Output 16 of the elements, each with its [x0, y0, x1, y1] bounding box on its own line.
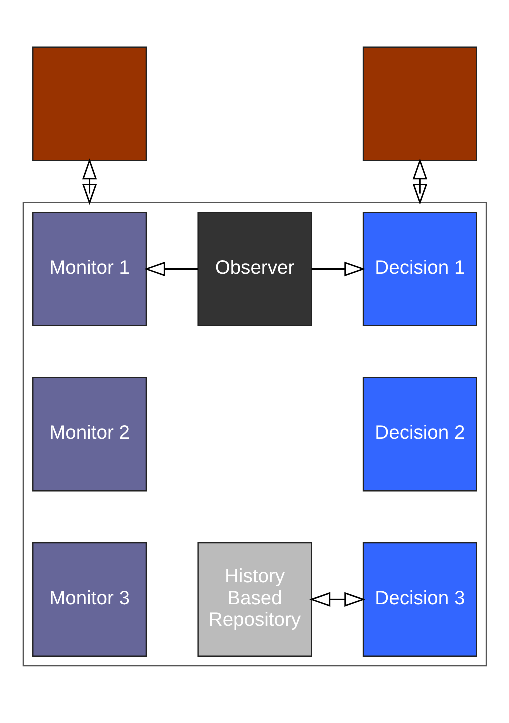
node-box: Observer	[197, 212, 312, 327]
arrow	[412, 158, 428, 206]
node-box	[32, 46, 147, 162]
node-box: Decision 3	[362, 542, 477, 657]
node-box: History Based Repository	[197, 542, 312, 657]
node-box: Monitor 3	[32, 542, 147, 657]
arrow	[309, 592, 366, 608]
arrow	[82, 158, 97, 206]
node-box: Decision 1	[362, 212, 477, 327]
node-box	[362, 46, 477, 162]
node-box: Monitor 2	[32, 377, 147, 492]
cluster	[22, 202, 487, 667]
node-box: Monitor 1	[32, 212, 147, 327]
arrow	[311, 262, 366, 277]
node-box: Decision 2	[362, 377, 477, 492]
arrow	[144, 262, 198, 277]
